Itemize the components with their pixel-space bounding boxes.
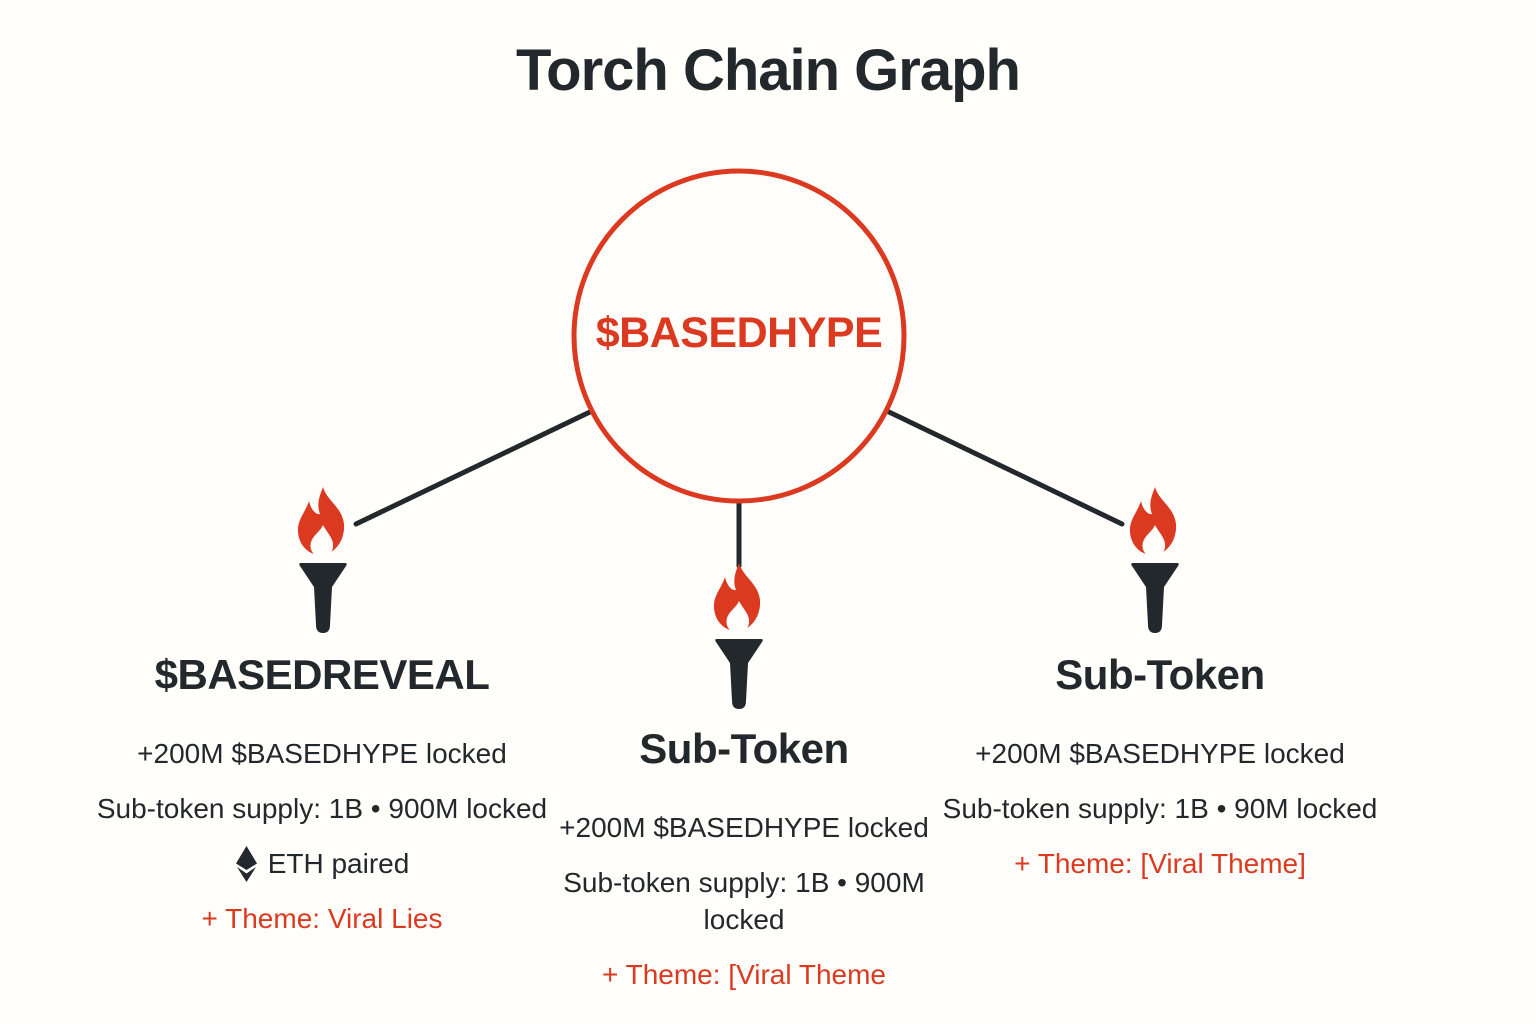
node-title: $BASEDREVEAL bbox=[154, 651, 490, 698]
edge-left bbox=[353, 408, 595, 527]
supply-line: Sub-token supply: 1B • 900M locked bbox=[96, 792, 548, 824]
edge-right bbox=[884, 408, 1125, 527]
locked-amount-line: +200M $BASEDHYPE locked bbox=[137, 738, 507, 769]
theme-line: + Theme: [Viral Theme bbox=[601, 958, 887, 990]
root-node-label: $BASEDHYPE bbox=[595, 309, 883, 357]
node-title: Sub-Token bbox=[1055, 651, 1265, 698]
node-subtoken-center: Sub-Token +200M $BASEDHYPE locked Sub-to… bbox=[549, 728, 939, 1012]
ethereum-icon bbox=[235, 846, 258, 882]
supply-line: Sub-token supply: 1B • 90M locked bbox=[942, 792, 1378, 824]
supply-line: Sub-token supply: 1B • 900M locked bbox=[563, 866, 925, 935]
torch-icon bbox=[708, 563, 770, 709]
theme-line: + Theme: Viral Lies bbox=[201, 902, 443, 934]
node-title: Sub-Token bbox=[639, 725, 849, 772]
theme-line: + Theme: [Viral Theme] bbox=[1014, 847, 1306, 879]
locked-amount-line: +200M $BASEDHYPE locked bbox=[975, 738, 1345, 769]
locked-amount-line: +200M $BASEDHYPE locked bbox=[559, 812, 929, 843]
root-node-circle bbox=[571, 168, 907, 504]
torch-icon bbox=[292, 487, 354, 633]
page-title: Torch Chain Graph bbox=[516, 38, 1021, 103]
eth-paired-line: ETH paired bbox=[235, 846, 410, 883]
eth-paired-label: ETH paired bbox=[267, 847, 410, 879]
node-subtoken-right: Sub-Token +200M $BASEDHYPE locked Sub-to… bbox=[910, 654, 1410, 901]
torch-icon bbox=[1124, 487, 1186, 633]
node-basedreveal: $BASEDREVEAL +200M $BASEDHYPE locked Sub… bbox=[52, 654, 592, 956]
